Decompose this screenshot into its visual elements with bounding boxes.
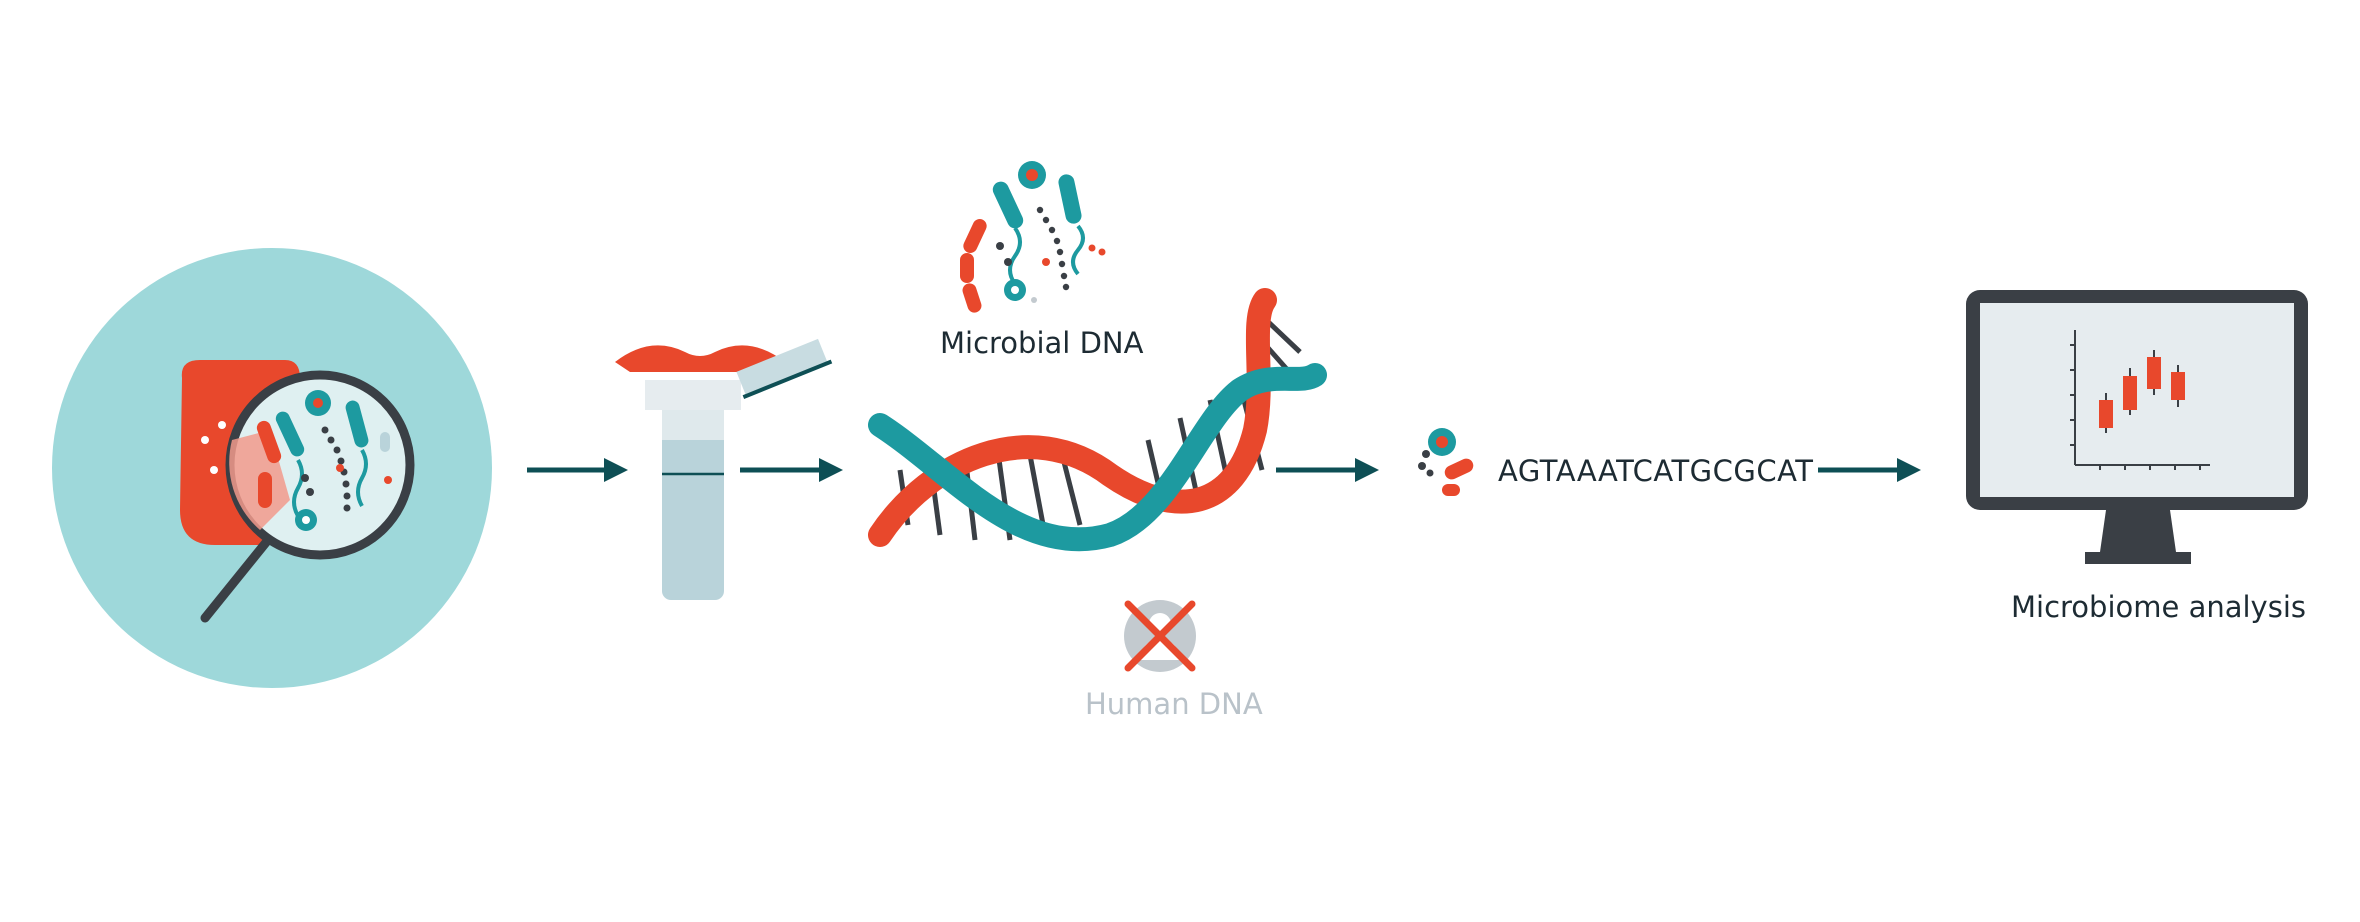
human-dna-crossed-icon xyxy=(1124,600,1196,672)
dna-helix-icon xyxy=(868,288,1327,552)
swab-icon xyxy=(615,338,833,600)
microbial-dna-label: Microbial DNA xyxy=(940,326,1144,360)
arrow-icon xyxy=(1276,458,1379,482)
microbes-icon xyxy=(960,161,1106,313)
arrow-icon xyxy=(740,458,843,482)
sequence-microbe-icon xyxy=(1418,428,1474,496)
monitor-chart-icon xyxy=(1966,290,2308,564)
sequence-label: AGTAAATCATGCGCAT xyxy=(1498,454,1814,488)
microbiome-analysis-label: Microbiome analysis xyxy=(2011,590,2306,624)
arrow-icon xyxy=(527,458,628,482)
human-dna-label: Human DNA xyxy=(1085,687,1263,721)
magnifier-icon xyxy=(200,370,415,623)
arrow-icon xyxy=(1818,458,1921,482)
